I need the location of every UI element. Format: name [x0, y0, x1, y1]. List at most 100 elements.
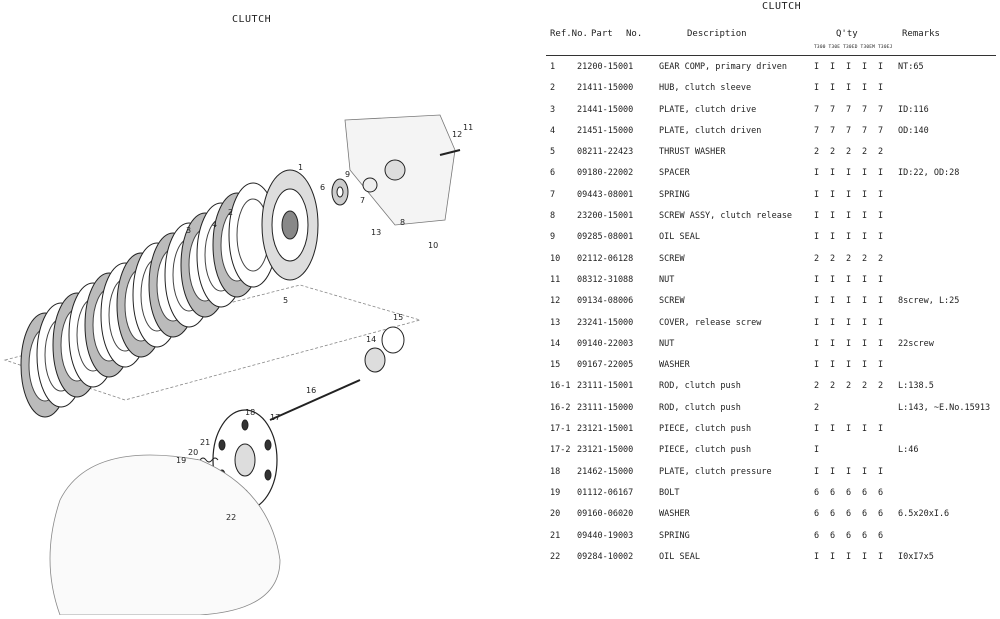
callout-number: 7	[360, 196, 365, 205]
callout-number: 20	[188, 448, 198, 457]
qty-value: I	[814, 83, 820, 94]
push-rod	[269, 379, 361, 421]
ref-no: 9	[550, 232, 556, 243]
qty-value: 2	[830, 381, 836, 392]
qty-value: I	[830, 168, 836, 179]
callout-number: 18	[245, 408, 255, 417]
callout-number: 2	[228, 208, 233, 217]
description: ROD, clutch push	[659, 381, 741, 392]
qty-value: I	[878, 424, 884, 435]
part-no: 21441-15000	[577, 104, 634, 115]
qty-value: 6	[814, 487, 820, 498]
qty-value: I	[862, 338, 868, 349]
qty-value: I	[814, 232, 820, 243]
qty-value: I	[846, 424, 852, 435]
callout-number: 8	[400, 218, 405, 227]
qty-value: I	[878, 296, 884, 307]
qty-value: I	[862, 211, 868, 222]
qty-value: I	[814, 296, 820, 307]
part-no: 09284-10002	[577, 551, 634, 562]
qty-value: I	[846, 189, 852, 200]
qty-value: I	[878, 551, 884, 562]
qty-value: 2	[862, 253, 868, 264]
qty-value: I	[862, 62, 868, 72]
qty-value: I	[830, 62, 836, 72]
qty-value: I	[830, 338, 836, 349]
part-no: 21200-15001	[577, 62, 634, 72]
callout-number: 11	[463, 123, 473, 132]
qty-value: 6	[814, 509, 820, 520]
part-no: 09180-22002	[577, 168, 634, 179]
qty-value: I	[878, 232, 884, 243]
qty-value: 6	[814, 530, 820, 541]
description: ROD, clutch push	[659, 402, 741, 413]
qty-value: I	[878, 62, 884, 72]
qty-value: I	[830, 466, 836, 477]
part-no: 01112-06167	[577, 487, 634, 498]
header-qty: Q'ty	[836, 29, 858, 39]
part-no: 21462-15000	[577, 466, 634, 477]
callout-number: 1	[298, 163, 303, 172]
remarks: 6.5x20xI.6	[898, 509, 950, 520]
ref-no: 19	[550, 487, 561, 498]
qty-value: I	[862, 83, 868, 94]
qty-value: 2	[846, 253, 852, 264]
qty-value: 7	[846, 125, 852, 136]
qty-value: I	[878, 168, 884, 179]
part-no: 09134-08006	[577, 296, 634, 307]
qty-value: I	[830, 232, 836, 243]
qty-value: I	[862, 466, 868, 477]
qty-value: I	[846, 360, 852, 371]
description: WASHER	[659, 360, 690, 371]
qty-value: I	[830, 83, 836, 94]
qty-value: 2	[846, 147, 852, 158]
diagram-title: CLUTCH	[232, 14, 272, 25]
header-no: No.	[626, 29, 643, 39]
part-no: 09160-06020	[577, 509, 634, 520]
ref-no: 6	[550, 168, 556, 179]
ref-no: 10	[550, 253, 561, 264]
qty-value: I	[814, 360, 820, 371]
qty-value: I	[862, 232, 868, 243]
part-no: 02112-06128	[577, 253, 634, 264]
qty-value: I	[878, 189, 884, 200]
description: SPACER	[659, 168, 690, 179]
nut	[364, 347, 386, 373]
ref-no: 15	[550, 360, 561, 371]
qty-value: I	[862, 317, 868, 328]
qty-value: I	[814, 424, 820, 435]
ref-no: 16-2	[550, 402, 571, 413]
ref-no: 17-2	[550, 445, 571, 456]
description: SPRING	[659, 530, 690, 541]
remarks: L:143, ~E.No.15913	[898, 402, 991, 413]
qty-value: 2	[814, 381, 820, 392]
callout-number: 5	[283, 296, 288, 305]
qty-value: I	[878, 317, 884, 328]
callout-number: 10	[428, 241, 438, 250]
qty-value: 2	[814, 147, 820, 158]
qty-value: 7	[830, 104, 836, 115]
remarks: NT:65	[898, 62, 924, 72]
header-description: Description	[687, 29, 747, 39]
washer	[381, 326, 405, 354]
qty-value: 6	[862, 487, 868, 498]
callout-number: 14	[366, 335, 376, 344]
qty-value: I	[814, 317, 820, 328]
